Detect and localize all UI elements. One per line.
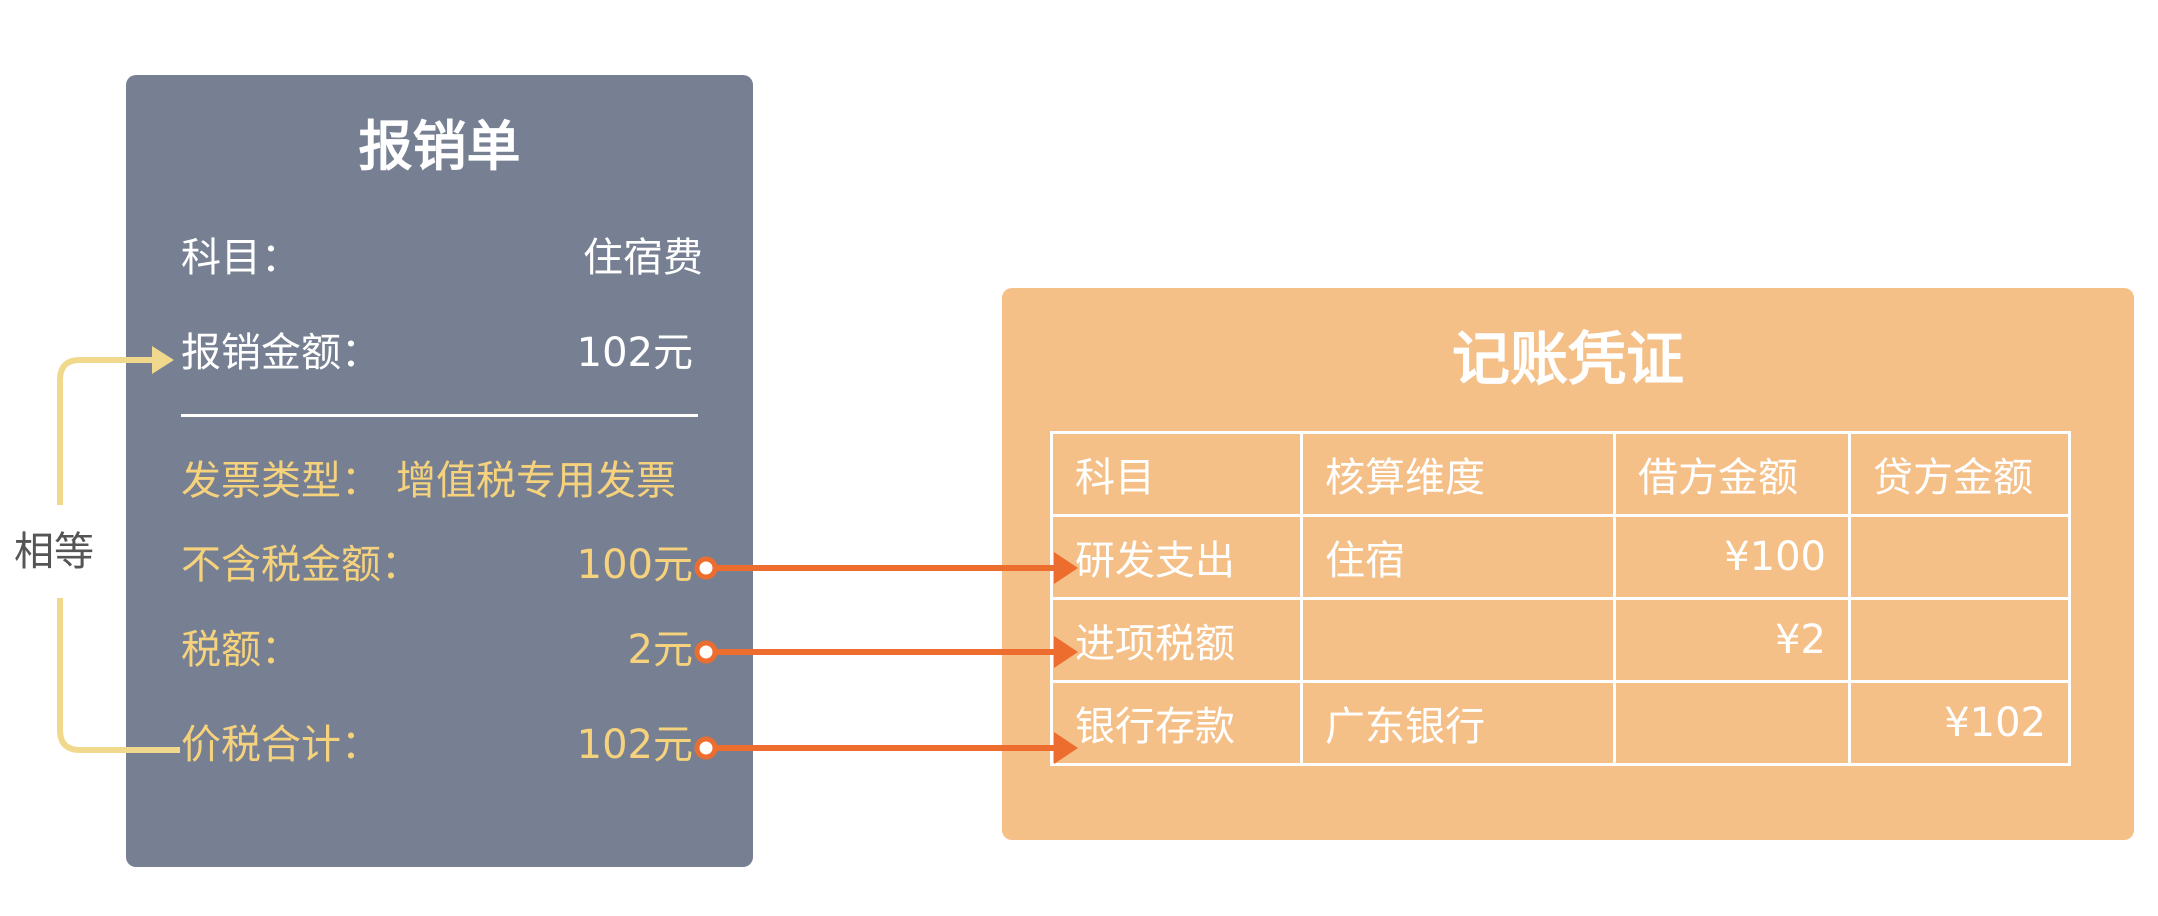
table-header-row: 科目 核算维度 借方金额 贷方金额 xyxy=(1050,431,2071,517)
tax-amount-value: 2元 xyxy=(627,627,693,673)
table-cell: 住宿 xyxy=(1300,514,1616,600)
form-title: 报销单 xyxy=(358,115,521,178)
table-row: 银行存款 广东银行 ¥102 xyxy=(1050,680,2071,766)
pretax-amount-value: 100元 xyxy=(576,542,693,588)
header-cell: 核算维度 xyxy=(1300,431,1616,517)
table-cell xyxy=(1300,597,1616,683)
table-cell xyxy=(1848,514,2071,600)
equal-bracket-arrowhead xyxy=(152,346,174,374)
equal-label: 相等 xyxy=(14,529,94,575)
table-row: 研发支出 住宿 ¥100 xyxy=(1050,514,2071,600)
equal-bracket-bottom xyxy=(57,598,180,753)
arrow-tax-to-input-vat xyxy=(694,636,1078,668)
total-amount-label: 价税合计： xyxy=(181,722,381,768)
table-cell: ¥102 xyxy=(1848,680,2071,766)
table-cell: ¥2 xyxy=(1613,597,1851,683)
subject-value: 住宿费 xyxy=(583,235,703,281)
invoice-type-value: 增值税专用发票 xyxy=(396,458,676,504)
table-cell: 进项税额 xyxy=(1050,597,1303,683)
table-cell: 银行存款 xyxy=(1050,680,1303,766)
table-cell: 广东银行 xyxy=(1300,680,1616,766)
table-cell: ¥100 xyxy=(1613,514,1851,600)
table-cell xyxy=(1848,597,2071,683)
pretax-amount-label: 不含税金额： xyxy=(181,542,421,588)
voucher-table: 科目 核算维度 借方金额 贷方金额 研发支出 住宿 ¥100 进项税额 ¥2 银… xyxy=(1050,431,2071,766)
total-amount-value: 102元 xyxy=(576,722,693,768)
arrow-total-to-bank xyxy=(694,732,1078,764)
reimburse-amount-value: 102元 xyxy=(576,330,693,376)
header-cell: 科目 xyxy=(1050,431,1303,517)
header-cell: 借方金额 xyxy=(1613,431,1851,517)
voucher-title: 记账凭证 xyxy=(1451,325,1684,393)
subject-label: 科目： xyxy=(181,235,301,281)
arrow-pretax-to-rd xyxy=(694,552,1078,584)
header-cell: 贷方金额 xyxy=(1848,431,2071,517)
reimburse-amount-label: 报销金额： xyxy=(181,330,381,376)
equal-bracket-top xyxy=(57,357,160,505)
tax-amount-label: 税额： xyxy=(181,627,301,673)
expense-form-card: 报销单 科目： 住宿费 报销金额： 102元 发票类型： 增值税专用发票 不含税… xyxy=(126,75,753,867)
form-divider xyxy=(181,414,698,417)
accounting-voucher-card: 记账凭证 科目 核算维度 借方金额 贷方金额 研发支出 住宿 ¥100 进项税额… xyxy=(1002,288,2134,840)
table-row: 进项税额 ¥2 xyxy=(1050,597,2071,683)
table-cell: 研发支出 xyxy=(1050,514,1303,600)
table-cell xyxy=(1613,680,1851,766)
invoice-type-label: 发票类型： xyxy=(181,458,381,504)
